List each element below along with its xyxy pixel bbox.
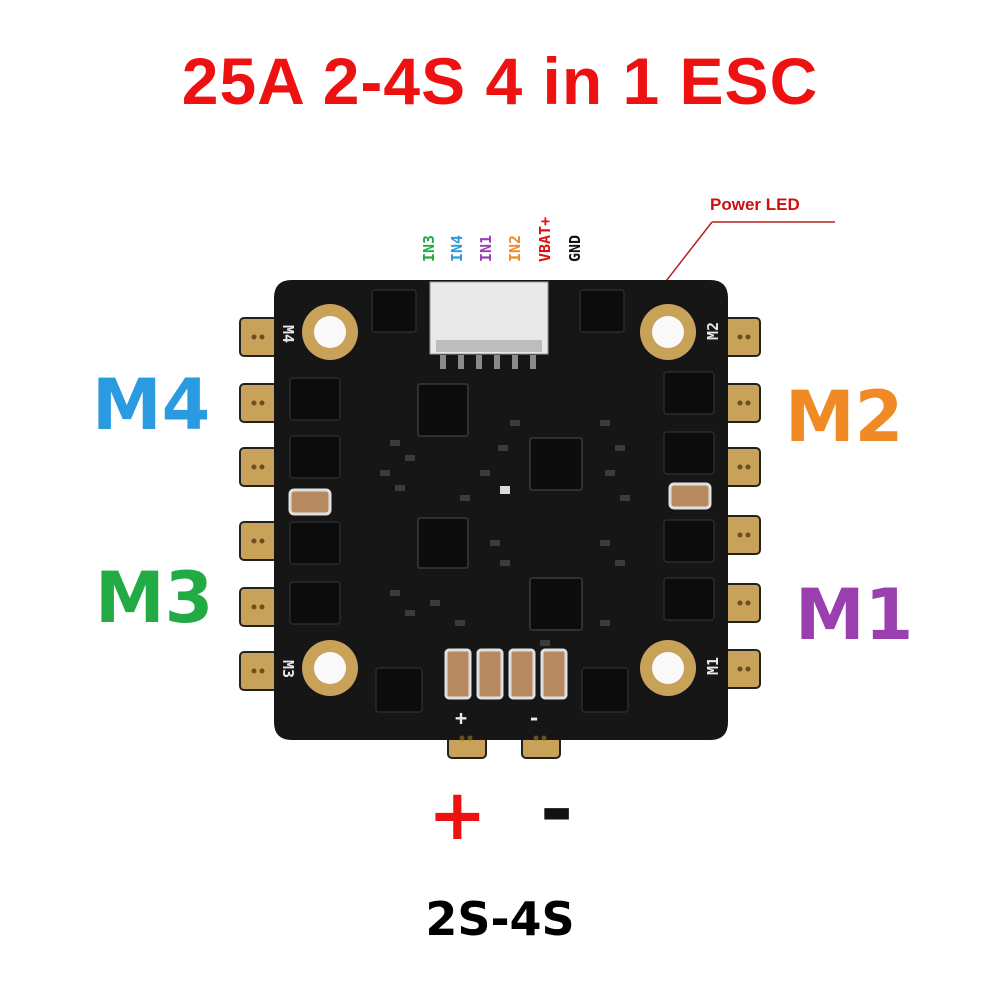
product-title: 25A 2-4S 4 in 1 ESC [181,44,819,118]
voltage-range-label: 2S-4S [425,892,575,946]
board-minus-silk: - [528,706,540,730]
motor-label-m3: M3 [95,557,214,639]
plus-sign: + [428,774,487,856]
motor-label-m2: M2 [785,376,904,458]
motor-label-m1: M1 [795,574,914,656]
bulk-capacitors [444,648,568,700]
silk-m1: M1 [704,657,722,675]
microcontrollers [417,383,583,631]
mounting-holes [302,304,696,696]
silk-m4: M4 [279,325,297,343]
power-led [500,486,510,494]
motor-label-m4: M4 [92,364,211,446]
signal-connector [429,281,549,369]
side-capacitors [288,482,712,516]
silk-m3: M3 [279,660,297,678]
power-led-callout: Power LED [710,195,800,214]
silk-m2: M2 [704,322,722,340]
pcb-body [274,280,728,740]
smd-components [380,420,630,646]
board-plus-silk: + [455,706,467,730]
mosfets [289,289,715,713]
minus-sign: - [540,763,574,856]
